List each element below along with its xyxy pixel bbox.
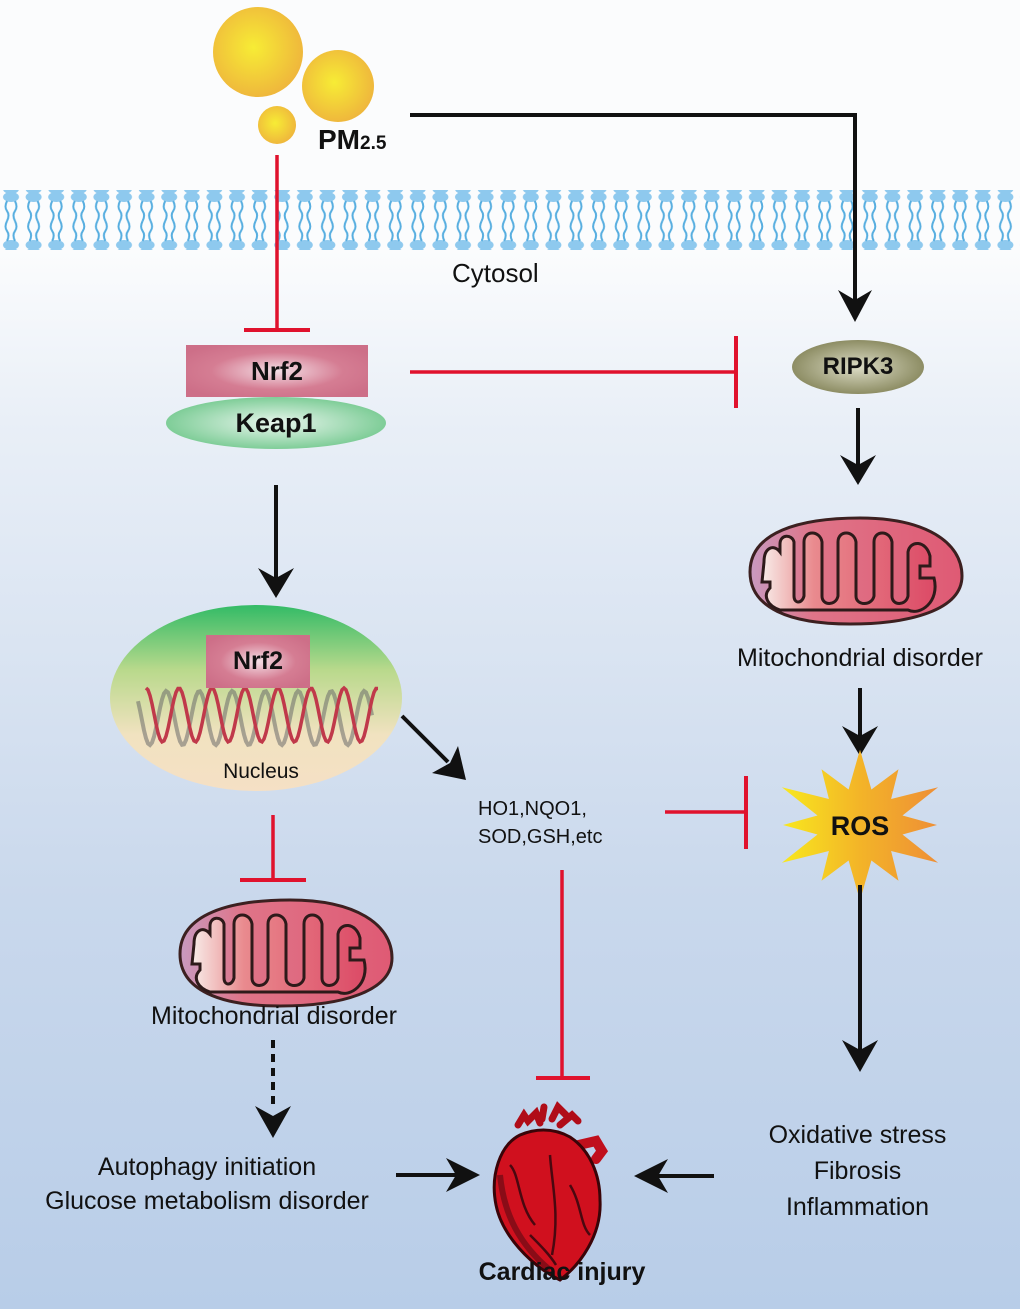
cell-membrane [0,190,1020,250]
activation-arrow-nucleus-to-targets [400,714,466,780]
nucleus-label: Nucleus [223,760,299,783]
activation-arrow-autophagy-to-heart [396,1158,480,1192]
pm25-label-main: PM [318,124,360,155]
targets-line-2: SOD,GSH,etc [478,826,603,848]
activation-arrow-ros-to-outcomes [842,885,878,1072]
right-outcomes-label: Oxidative stress Fibrosis Inflammation [730,1117,985,1225]
pm25-particles-icon [213,7,374,144]
activation-arrow-mito-to-ros [842,688,878,756]
ripk3-ellipse [792,340,924,394]
targets-line-1: HO1,NQO1, [478,798,587,820]
dna-helix-icon [136,685,378,748]
heart-icon [492,1101,609,1282]
mitochondrion-icon-left [178,898,394,1008]
nrf2-label-nucleus: Nrf2 [232,647,283,675]
ros-burst-icon [781,749,939,901]
pm25-label: PM2.5 [318,124,386,156]
mito-label-left: Mitochondrial disorder [151,1002,397,1030]
activation-arrow-complex-to-nucleus [258,485,294,598]
mito-label-right: Mitochondrial disorder [737,644,983,672]
activation-arrow-ripk3-to-mito [840,408,876,485]
outcome-oxidative-stress: Oxidative stress [768,1121,947,1149]
activation-arrow-outcomes-to-heart [634,1159,714,1193]
outcome-autophagy: Autophagy initiation [97,1153,317,1181]
keap1-ellipse [166,397,386,449]
inhibition-targets-to-cardiac-injury [536,870,590,1080]
inhibition-nrf2-to-ripk3 [410,336,738,408]
inhibition-targets-to-ros [665,776,748,849]
ros-label: ROS [830,810,890,841]
activation-arrow-pm25-to-ripk3 [410,113,872,322]
ripk3-label: RIPK3 [822,353,894,380]
left-outcomes-label: Autophagy initiation Glucose metabolism … [0,1150,414,1218]
dashed-arrow-mito-to-autophagy [255,1040,291,1138]
nrf2-box-cytosol [186,345,368,397]
mitochondrion-icon-right [748,516,964,626]
cardiac-injury-label: Cardiac injury [478,1258,646,1286]
inhibition-nrf2-to-mito-left [240,815,306,882]
outcome-glucose-metabolism: Glucose metabolism disorder [45,1187,369,1215]
outcome-inflammation: Inflammation [785,1193,930,1221]
nrf2-box-nucleus [206,635,310,688]
keap1-label: Keap1 [235,407,317,438]
inhibition-pm25-to-nrf2 [244,155,310,332]
outcome-fibrosis: Fibrosis [813,1157,902,1185]
pm25-label-subscript: 2.5 [360,133,387,154]
antioxidant-targets-label: HO1,NQO1, SOD,GSH,etc [478,795,602,851]
nrf2-label-cytosol: Nrf2 [250,355,303,386]
cytosol-label: Cytosol [452,258,539,288]
